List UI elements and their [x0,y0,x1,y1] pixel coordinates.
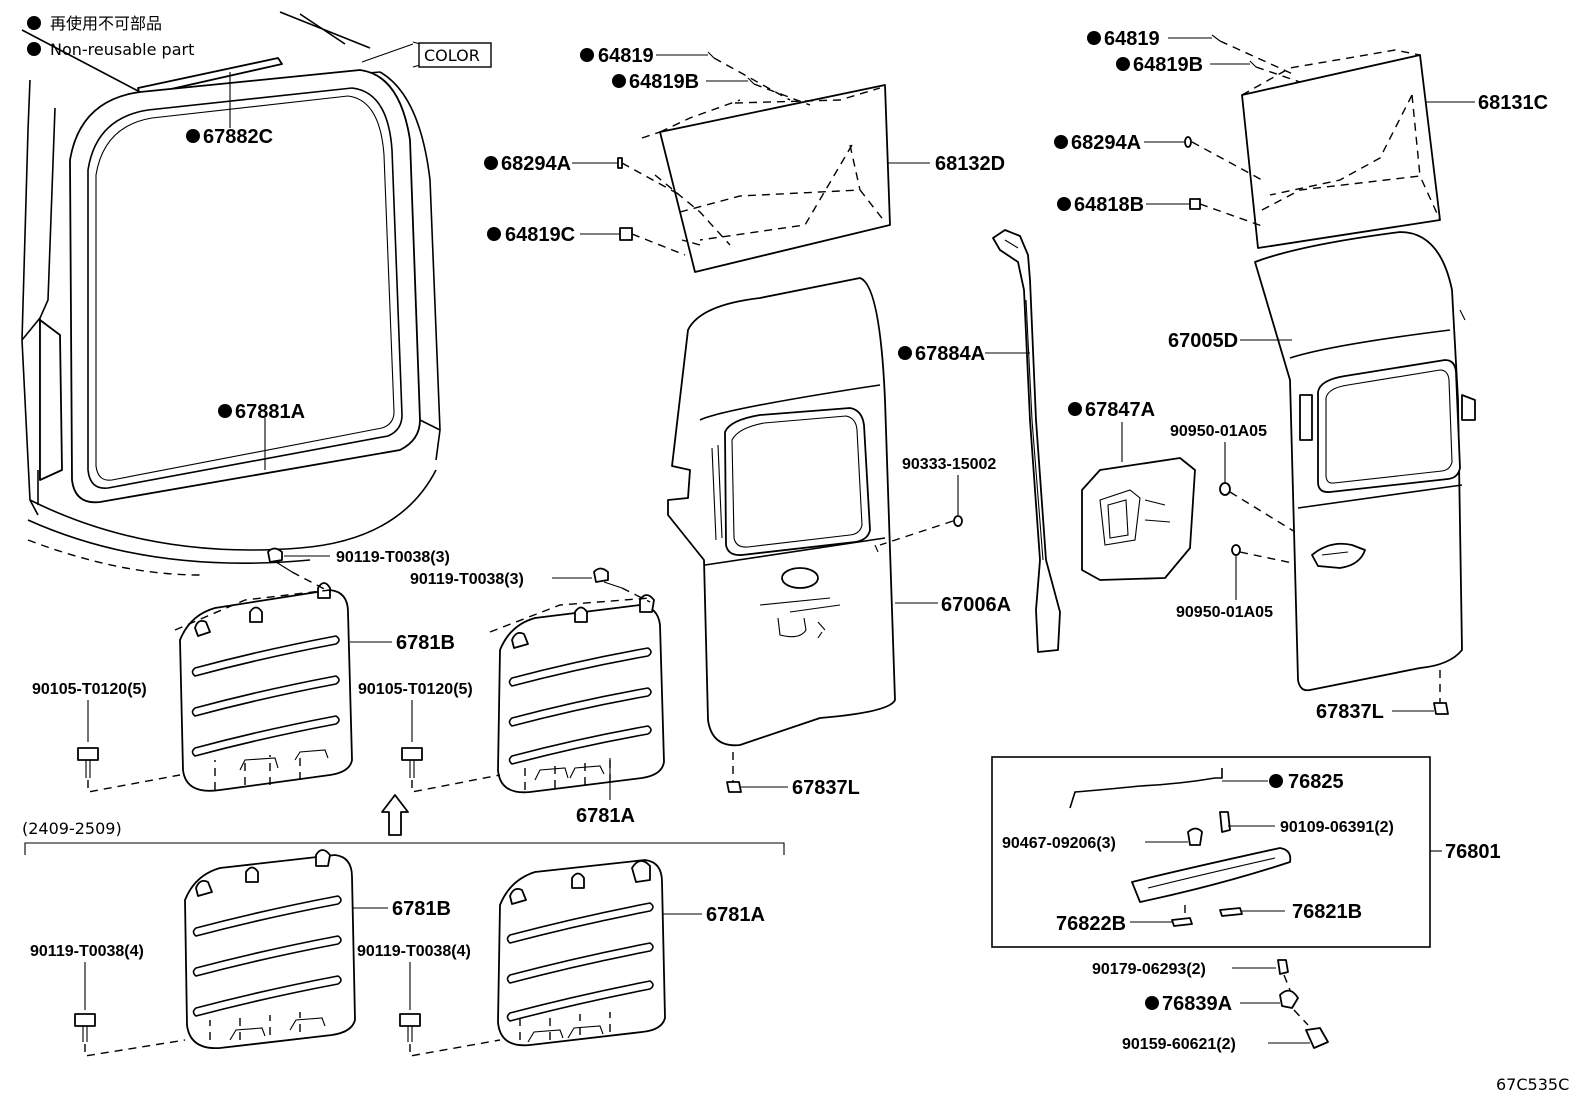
trim-panel-right-bottom [497,859,666,1047]
filled-circle-icon [612,74,626,88]
trim-panel-left-top [174,582,353,792]
label-90105-T0120-5b: 90105-T0120(5) [358,681,473,698]
trim-panel-right-top [489,594,665,794]
label-67837L-right: 67837L [1316,701,1384,723]
label-68294A-right: 68294A [1071,132,1141,154]
left-door-glass-assembly: 64819 64819B 68294A 64819C 68132D [484,45,1005,273]
label-76839A: 76839A [1162,993,1232,1015]
filled-circle-icon [218,404,232,418]
label-76801: 76801 [1445,841,1501,863]
label-90109-06391: 90109-06391(2) [1280,819,1394,836]
label-67882C: 67882C [203,126,273,148]
filled-circle-icon [898,346,912,360]
label-90333-15002: 90333-15002 [902,456,996,473]
up-arrow-icon [381,794,409,836]
label-90467-09206: 90467-09206(3) [1002,835,1116,852]
label-67884A: 67884A [915,343,985,365]
garnish-kit-box: 76825 90467-09206(3) 90109-06391(2) 7682… [991,756,1501,948]
trim-panel-left-bottom [184,849,356,1049]
label-64819-right: 64819 [1104,28,1160,50]
filled-circle-icon [484,156,498,170]
label-76821B: 76821B [1292,901,1362,923]
label-90159-60621: 90159-60621(2) [1122,1036,1236,1053]
color-tag-label: COLOR [424,46,480,65]
label-90179-06293: 90179-06293(2) [1092,961,1206,978]
label-67881A: 67881A [235,401,305,423]
filled-circle-icon [27,42,41,56]
label-67006A: 67006A [941,594,1011,616]
label-64819-left: 64819 [598,45,654,67]
label-76822B: 76822B [1056,913,1126,935]
label-67847A: 67847A [1085,399,1155,421]
garnish-fasteners: 90179-06293(2) 76839A 90159-60621(2) [1092,959,1329,1053]
label-64819B-right: 64819B [1133,54,1203,76]
filled-circle-icon [186,129,200,143]
label-90950-01A05-b: 90950-01A05 [1176,604,1273,621]
service-hole-cover: 67847A 90950-01A05 90950-01A05 [1068,399,1303,621]
period-section: (2409-2509) [22,819,785,855]
filled-circle-icon [1057,197,1071,211]
vehicle-rear-body [21,11,441,576]
bottom-trim-labels: 6781B 6781A 90119-T0038(4) 90119-T0038(4… [30,898,765,1057]
label-68294A-left: 68294A [501,153,571,175]
right-back-door [1254,231,1476,692]
label-6781B-bottom: 6781B [392,898,451,920]
legend-japanese: 再使用不可部品 [50,14,162,33]
label-6781A-top: 6781A [576,805,635,827]
label-90105-T0120-5a: 90105-T0120(5) [32,681,147,698]
top-trim-labels: 90119-T0038(3) 90119-T0038(3) 6781B 6781… [32,547,651,836]
label-67837L-left: 67837L [792,777,860,799]
filled-circle-icon [1116,57,1130,71]
filled-circle-icon [1054,135,1068,149]
filled-circle-icon [487,227,501,241]
filled-circle-icon [1145,996,1159,1010]
legend: 再使用不可部品 Non-reusable part [27,14,194,59]
label-64819B-left: 64819B [629,71,699,93]
label-90950-01A05-a: 90950-01A05 [1170,423,1267,440]
color-tag [418,42,492,68]
label-6781B-top: 6781B [396,632,455,654]
label-68131C: 68131C [1478,92,1548,114]
diagram-id: 67C535C [1496,1075,1569,1094]
filled-circle-icon [1068,402,1082,416]
label-90119-T0038-3a: 90119-T0038(3) [336,549,450,566]
body-labels: 67882C 67881A COLOR [186,41,492,470]
label-76825: 76825 [1288,771,1344,793]
filled-circle-icon [580,48,594,62]
label-90119-T0038-4a: 90119-T0038(4) [30,943,144,960]
label-90119-T0038-3b: 90119-T0038(3) [410,571,524,588]
label-64818B: 64818B [1074,194,1144,216]
label-68132D: 68132D [935,153,1005,175]
label-64819C: 64819C [505,224,575,246]
filled-circle-icon [1087,31,1101,45]
label-67005D: 67005D [1168,330,1238,352]
filled-circle-icon [27,16,41,30]
label-90119-T0038-4b: 90119-T0038(4) [357,943,471,960]
label-6781A-bottom: 6781A [706,904,765,926]
filled-circle-icon [1269,774,1283,788]
left-door-labels: 67006A 90333-15002 67837L [726,456,1011,799]
period-note: (2409-2509) [22,819,122,838]
left-back-door [667,277,896,747]
legend-english: Non-reusable part [50,40,194,59]
door-check-strip: 67884A [898,229,1061,653]
right-door-labels: 67005D 67837L [1168,330,1449,723]
right-door-glass-assembly: 64819 64819B 68294A 64818B 68131C [1054,28,1548,249]
